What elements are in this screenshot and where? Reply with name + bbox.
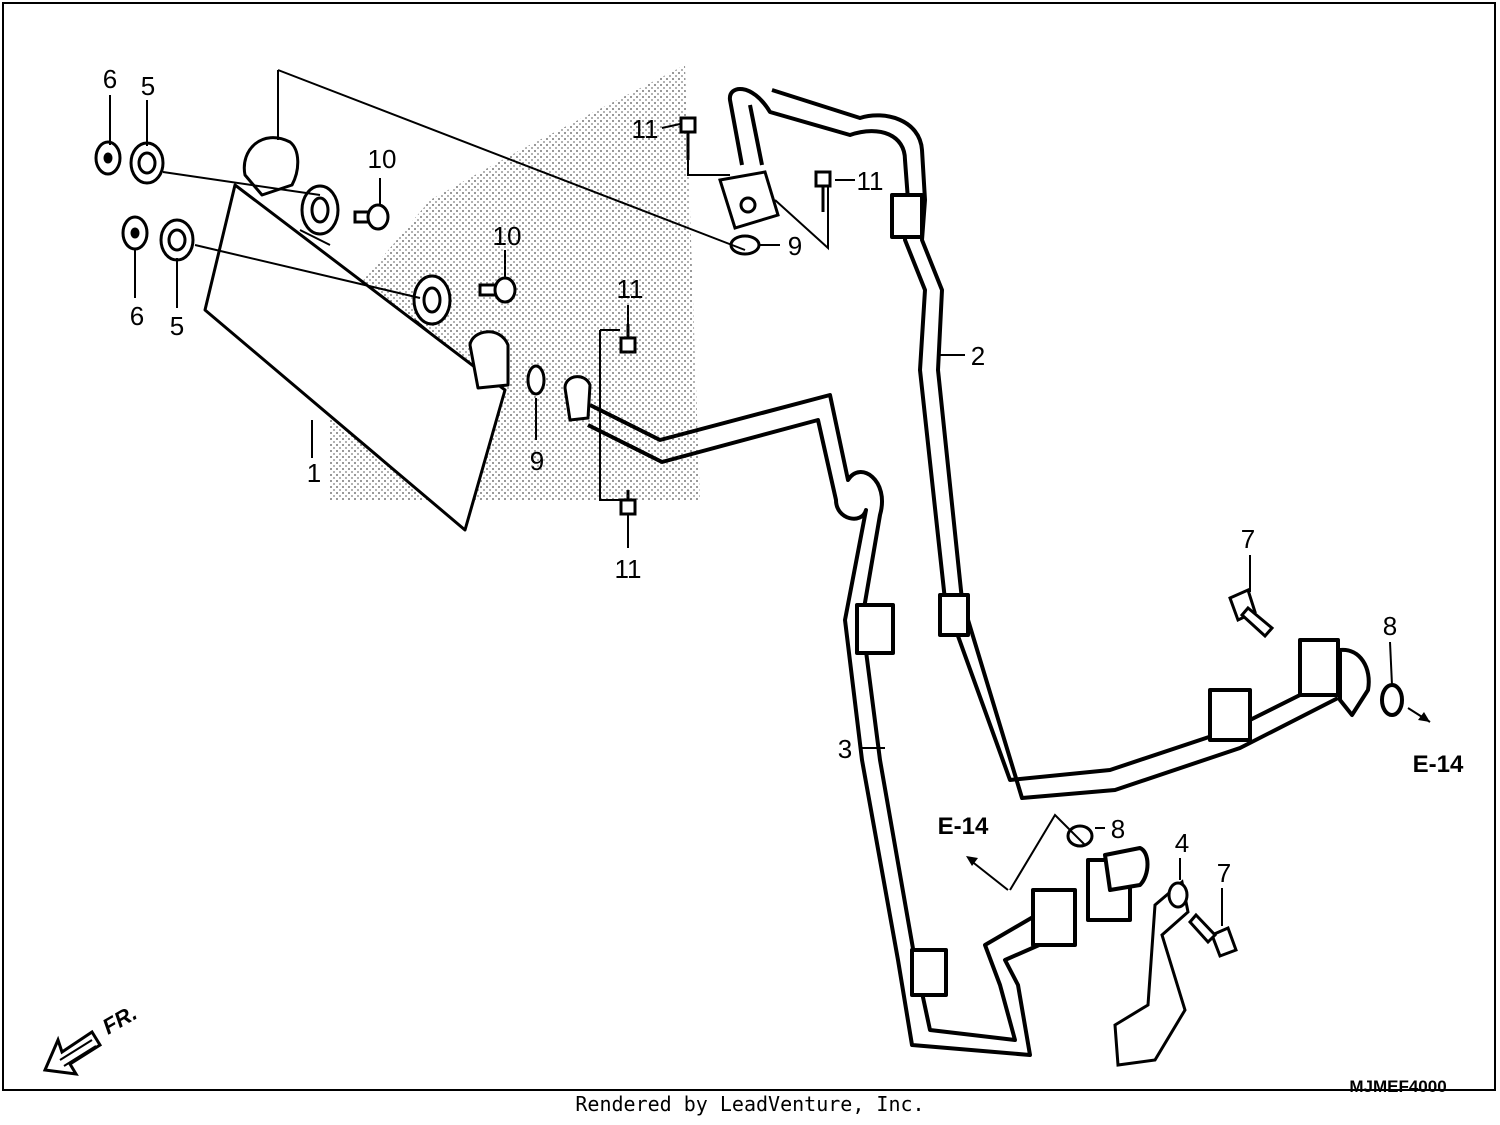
diagram-code: MJMEF4000 bbox=[1349, 1077, 1446, 1092]
part-grommets-and-collars[interactable] bbox=[94, 140, 195, 262]
front-direction-label: FR. bbox=[98, 1000, 141, 1039]
callout-11: 11 bbox=[615, 554, 642, 584]
callout-4: 4 bbox=[1175, 828, 1189, 858]
oil-cooler-parts-diagram: 6 5 6 5 10 10 11 11 11 11 9 9 1 2 3 4 7 … bbox=[42, 64, 1464, 1092]
callout-11: 11 bbox=[857, 166, 884, 196]
front-direction-arrow-icon bbox=[42, 1029, 103, 1076]
part-hose-flanges[interactable] bbox=[563, 170, 780, 422]
reference-e14-right[interactable]: E-14 bbox=[1413, 751, 1464, 778]
arrow-right-ref bbox=[1418, 712, 1430, 722]
callout-6: 6 bbox=[103, 64, 117, 94]
part-o-ring-8[interactable] bbox=[1066, 824, 1094, 848]
callout-7: 7 bbox=[1217, 858, 1231, 888]
part-bracket-4[interactable] bbox=[1113, 879, 1190, 1067]
callout-10: 10 bbox=[493, 221, 522, 251]
part-hose-3[interactable] bbox=[587, 393, 1150, 1057]
arrow-left-ref bbox=[966, 856, 978, 866]
callout-5: 5 bbox=[170, 311, 184, 341]
callout-8: 8 bbox=[1111, 814, 1125, 844]
callout-6: 6 bbox=[130, 301, 144, 331]
callout-3: 3 bbox=[838, 734, 852, 764]
part-hose-2[interactable] bbox=[727, 86, 1404, 800]
callout-5: 5 bbox=[141, 71, 155, 101]
callout-10: 10 bbox=[368, 144, 397, 174]
callout-8: 8 bbox=[1383, 611, 1397, 641]
callout-7: 7 bbox=[1241, 524, 1255, 554]
part-bolts-11[interactable] bbox=[619, 116, 832, 516]
callout-9: 9 bbox=[788, 231, 802, 261]
callout-9: 9 bbox=[530, 446, 544, 476]
callout-11: 11 bbox=[617, 274, 644, 304]
callout-1: 1 bbox=[307, 458, 321, 488]
footer-credit: Rendered by LeadVenture, Inc. bbox=[575, 1092, 925, 1116]
reference-e14-left[interactable]: E-14 bbox=[938, 813, 989, 840]
part-oil-cooler[interactable] bbox=[203, 136, 510, 532]
leader-lines bbox=[109, 69, 1431, 926]
diagram-frame bbox=[2, 2, 1496, 1091]
callout-11: 11 bbox=[632, 114, 659, 144]
part-bolts-7[interactable] bbox=[1188, 587, 1275, 958]
callout-2: 2 bbox=[971, 341, 985, 371]
